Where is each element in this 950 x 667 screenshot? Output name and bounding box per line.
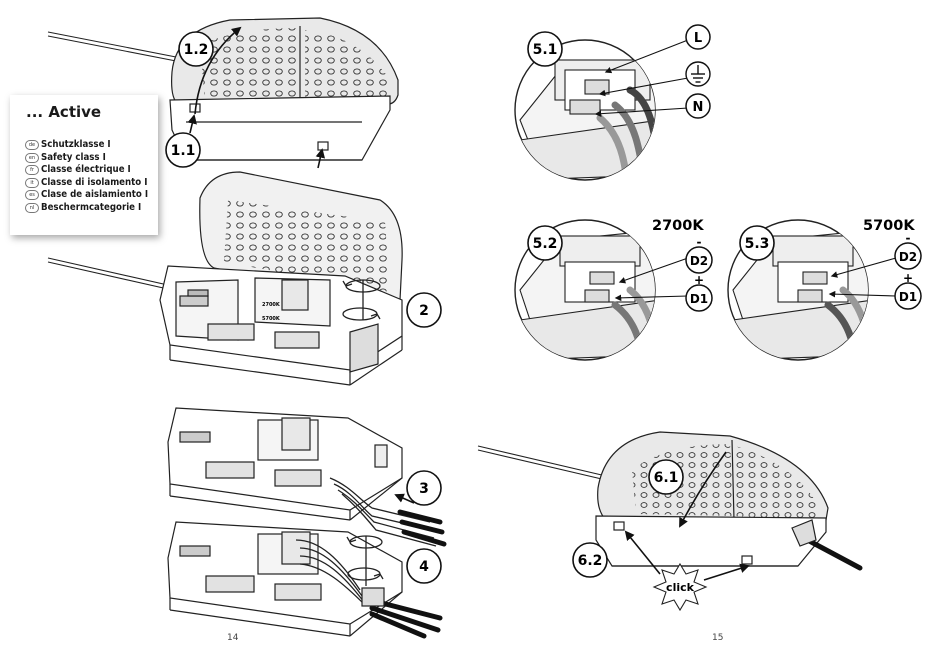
lang-text: Schutzklasse I <box>41 139 111 150</box>
page-number-left: 14 <box>227 633 239 643</box>
lang-code: de <box>25 140 39 150</box>
figure-3-insert-cables <box>167 407 447 547</box>
polarity-plus: + <box>903 271 913 285</box>
lang-code: es <box>25 190 39 200</box>
step-label: 5.3 <box>745 236 770 252</box>
step-label: 6.2 <box>578 553 603 569</box>
terminal-label: N <box>693 100 704 115</box>
ground-icon <box>685 61 711 87</box>
step-2: 2 <box>406 292 442 328</box>
polarity-minus: - <box>906 231 911 245</box>
polarity-minus: - <box>697 235 702 249</box>
box-title: ... Active <box>26 103 102 121</box>
step-5-2: 5.2 <box>527 225 563 261</box>
figure-2-open-device <box>47 171 403 386</box>
step-label: 6.1 <box>654 470 679 486</box>
lang-text: Classe di isolamento I <box>41 176 148 188</box>
temp-2700k: 2700K <box>652 218 704 234</box>
step-5-3: 5.3 <box>739 225 775 261</box>
terminal-label: D2 <box>690 254 708 268</box>
lang-text: Clase de aislamiento I <box>41 189 149 200</box>
step-label: 1.1 <box>171 143 196 159</box>
lang-text: Safety class I <box>41 151 106 163</box>
terminal-D2-5700k: - D2 <box>894 231 922 270</box>
step-5-1: 5.1 <box>527 31 563 67</box>
figure-4-cables-connected <box>167 521 443 639</box>
terminal-label: L <box>694 31 702 46</box>
terminal-L: L <box>685 24 711 50</box>
lang-code: it <box>25 177 39 188</box>
step-arrows-left <box>187 26 415 504</box>
screw-rotation-icons <box>342 279 384 586</box>
step-4: 4 <box>406 548 442 584</box>
click-label: click <box>666 581 695 594</box>
lang-code: fr <box>25 165 39 175</box>
step-label: 3 <box>419 481 429 497</box>
step-6-2: 6.2 <box>572 542 608 578</box>
terminal-D2-2700k: - D2 <box>685 235 713 274</box>
step-label: 2 <box>419 303 429 319</box>
step-1-1: 1.1 <box>165 132 201 168</box>
step-6-1: 6.1 <box>648 459 684 495</box>
figure-6-close-device <box>477 431 863 571</box>
terminal-label: D1 <box>690 292 708 306</box>
terminal-print-5700k: 5700K <box>262 316 281 322</box>
page-number-right: 15 <box>712 633 724 643</box>
step-3: 3 <box>406 470 442 506</box>
terminal-leader-lines <box>594 39 897 302</box>
terminal-D1-2700k: + D1 <box>685 273 713 312</box>
step-arrows-right <box>624 451 750 581</box>
step-label: 1.2 <box>184 42 209 58</box>
lang-code: en <box>25 152 39 163</box>
terminal-label: D2 <box>899 250 917 264</box>
step-1-2: 1.2 <box>178 31 214 67</box>
polarity-plus: + <box>694 273 704 287</box>
terminal-print-2700k: 2700K <box>262 302 281 308</box>
terminal-N: N <box>685 93 711 119</box>
terminal-D1-5700k: + D1 <box>894 271 922 310</box>
lang-code: nl <box>25 202 39 213</box>
click-starburst-icon <box>652 562 708 612</box>
step-label: 4 <box>419 559 429 575</box>
temp-5700k: 5700K <box>863 218 915 234</box>
step-label: 5.2 <box>533 236 558 252</box>
lang-text: Beschermcategorie I <box>41 201 142 213</box>
lang-text: Classe électrique I <box>41 164 131 175</box>
step-label: 5.1 <box>533 42 558 58</box>
terminal-label: D1 <box>899 290 917 304</box>
